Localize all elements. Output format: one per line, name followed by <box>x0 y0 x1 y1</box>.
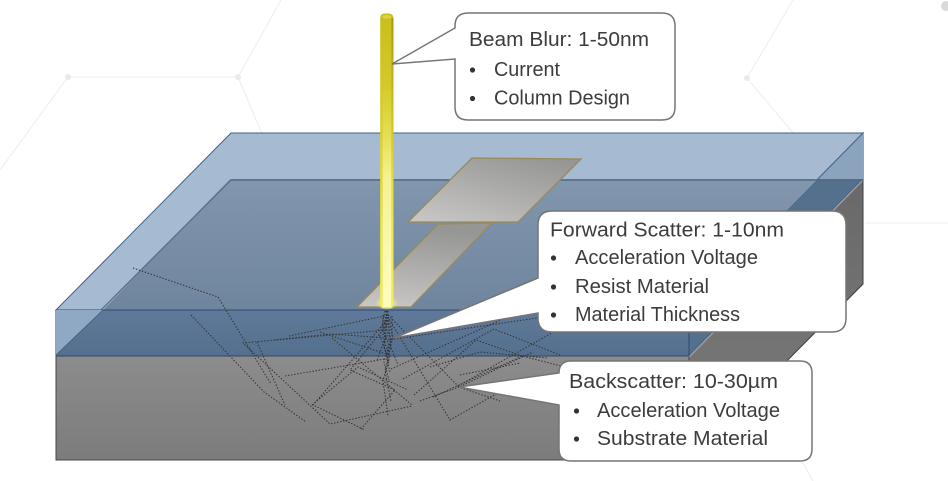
svg-text:Material Thickness: Material Thickness <box>575 304 740 326</box>
svg-text:Resist Material: Resist Material <box>575 276 709 298</box>
svg-text:Beam Blur: 1-50nm: Beam Blur: 1-50nm <box>469 29 649 51</box>
svg-text:Column Design: Column Design <box>494 88 630 110</box>
svg-text:Current: Current <box>494 59 560 81</box>
svg-text:Forward Scatter: 1-10nm: Forward Scatter: 1-10nm <box>550 220 784 242</box>
svg-text:Acceleration Voltage: Acceleration Voltage <box>597 400 780 422</box>
svg-text:Acceleration Voltage: Acceleration Voltage <box>575 247 758 269</box>
svg-text:Backscatter: 10-30µm: Backscatter: 10-30µm <box>569 371 778 393</box>
svg-text:Substrate Material: Substrate Material <box>597 428 768 450</box>
